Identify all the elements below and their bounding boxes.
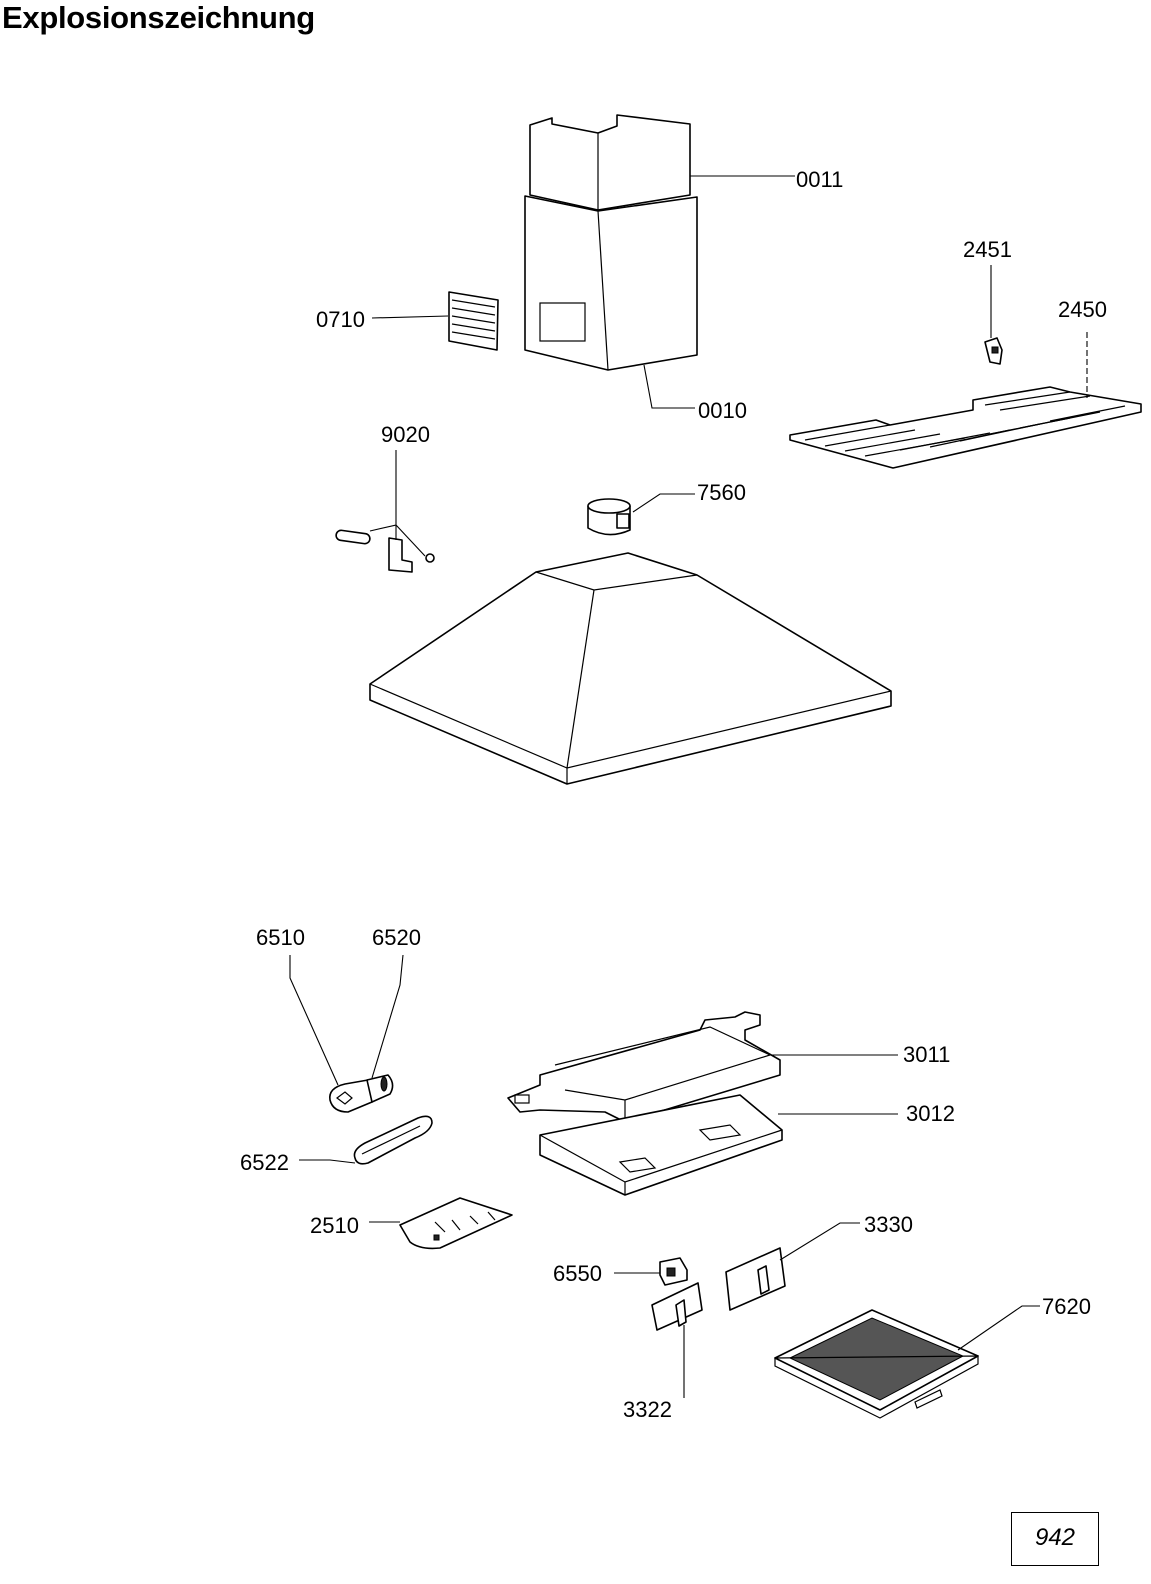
- hood-canopy: [369, 552, 892, 785]
- switch-6550: [659, 1257, 688, 1286]
- chimney-upper-0011: [529, 114, 691, 211]
- chimney-lower-0010: [524, 195, 698, 371]
- label-3012: 3012: [906, 1101, 955, 1126]
- label-6522: 6522: [240, 1150, 289, 1175]
- label-7560: 7560: [697, 480, 746, 505]
- vent-grille-0710: [448, 291, 499, 351]
- label-6550: 6550: [553, 1261, 602, 1286]
- label-0010: 0010: [698, 398, 747, 423]
- label-0011: 0011: [796, 167, 843, 192]
- button-3322: [651, 1282, 703, 1331]
- grease-filter-2450: [789, 386, 1142, 469]
- lamp-bulb-6520: [366, 1074, 394, 1103]
- part-labels: 0011 0010 0710 2451 2450 9020 7560 6510 …: [240, 167, 1107, 1422]
- label-6510: 6510: [256, 925, 305, 950]
- button-3330: [725, 1247, 786, 1311]
- label-0710: 0710: [316, 307, 365, 332]
- lamp-cover-6522: [353, 1115, 433, 1165]
- base-plate-3012: [539, 1094, 783, 1196]
- label-3322: 3322: [623, 1397, 672, 1422]
- label-2450: 2450: [1058, 297, 1107, 322]
- page-number: 942: [1034, 1524, 1076, 1551]
- label-7620: 7620: [1042, 1294, 1091, 1319]
- fastening-kit-9020: [335, 529, 435, 573]
- motor-housing-3011: [507, 1011, 781, 1123]
- drawing-title: Explosionszeichnung: [2, 0, 315, 35]
- label-2451: 2451: [963, 237, 1012, 262]
- label-3011: 3011: [903, 1042, 950, 1067]
- leader-lines: [289, 175, 1088, 1398]
- label-3330: 3330: [864, 1212, 913, 1237]
- carbon-filter-7620: [774, 1309, 979, 1419]
- fan-motor-7560: [587, 498, 631, 536]
- label-6520: 6520: [372, 925, 421, 950]
- light-panel-2510: [399, 1197, 513, 1250]
- lamp-holder-6510: [328, 1079, 373, 1113]
- page-number-box: 942: [1011, 1512, 1099, 1566]
- label-9020: 9020: [381, 422, 430, 447]
- filter-clip-2451: [984, 337, 1003, 365]
- label-2510: 2510: [310, 1213, 359, 1238]
